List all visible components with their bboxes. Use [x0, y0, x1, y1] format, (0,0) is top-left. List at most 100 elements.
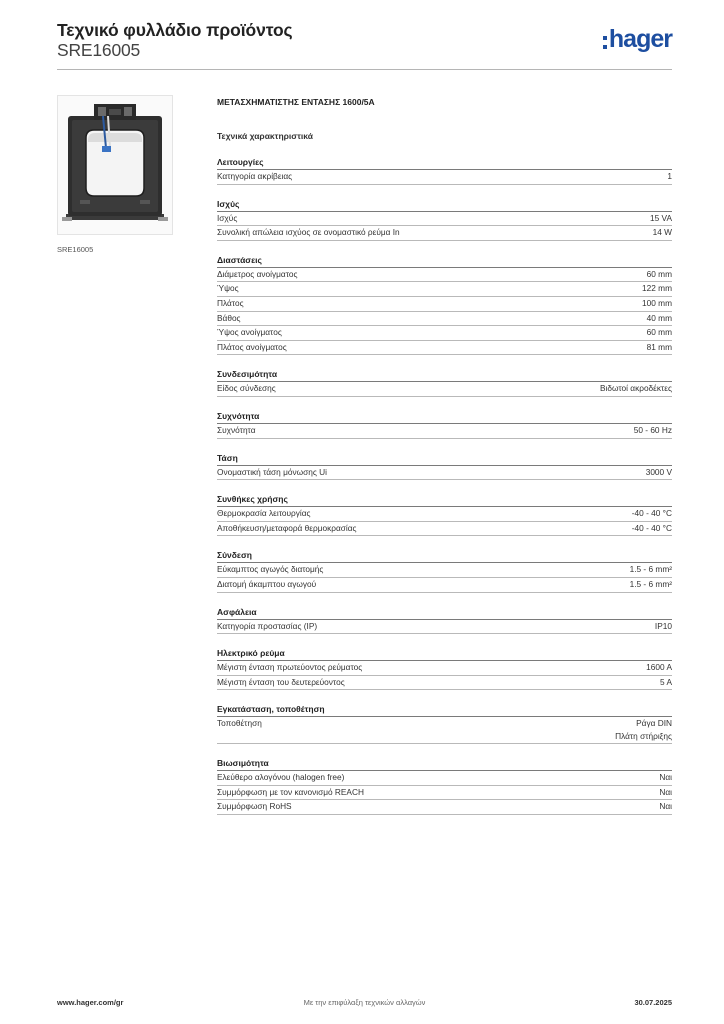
page-header: Τεχνικό φυλλάδιο προϊόντος SRE16005 hage… [57, 20, 673, 70]
spec-label: Μέγιστη ένταση πρωτεύοντος ρεύματος [217, 662, 363, 673]
spec-row: Βάθος 40 mm [217, 312, 672, 327]
spec-label: Εύκαμπτος αγωγός διατομής [217, 564, 324, 575]
spec-label: Κατηγορία ακρίβειας [217, 171, 293, 181]
spec-value: Βιδωτοί ακροδέκτες [600, 383, 672, 394]
spec-row: Διάμετρος ανοίγματος 60 mm [217, 268, 672, 283]
page-footer: www.hager.com/gr Με την επιφύλαξη τεχνικ… [57, 998, 672, 1012]
footer-website[interactable]: www.hager.com/gr [57, 998, 124, 1007]
spec-label: Ονομαστική τάση μόνωσης Ui [217, 466, 327, 477]
spec-value: Ναι [659, 786, 672, 797]
spec-value: 50 - 60 Hz [633, 424, 672, 435]
spec-row: Είδος σύνδεσης Βιδωτοί ακροδέκτες [217, 382, 672, 397]
section-title: Τάση [217, 453, 672, 466]
technical-characteristics-heading: Τεχνικά χαρακτηριστικά [217, 131, 313, 141]
hager-logo: hager [602, 25, 673, 53]
section-title: Συχνότητα [217, 411, 672, 424]
logo-text: hager [608, 25, 673, 53]
spec-row: Διατομή άκαμπτου αγωγού 1.5 - 6 mm² [217, 578, 672, 593]
spec-row: Εύκαμπτος αγωγός διατομής 1.5 - 6 mm² [217, 563, 672, 578]
footer-date: 30.07.2025 [634, 998, 672, 1007]
spec-label: Ύψος ανοίγματος [217, 327, 282, 338]
spec-label: Πλάτος ανοίγματος [217, 341, 287, 352]
spec-label: Συμμόρφωση RoHS [217, 801, 292, 812]
spec-label: Συνολική απώλεια ισχύος σε ονομαστικό ρε… [217, 227, 400, 238]
spec-label: Κατηγορία προστασίας (IP) [217, 620, 318, 631]
spec-label: Διάμετρος ανοίγματος [217, 268, 298, 279]
spec-row: Συνολική απώλεια ισχύος σε ονομαστικό ρε… [217, 226, 672, 241]
spec-value: 40 mm [646, 312, 672, 323]
product-code: SRE16005 [57, 40, 141, 60]
spec-row: Συχνότητα 50 - 60 Hz [217, 424, 672, 439]
spec-label: Αποθήκευση/μεταφορά θερμοκρασίας [217, 522, 357, 533]
spec-value: -40 - 40 °C [631, 508, 672, 519]
spec-label: Διατομή άκαμπτου αγωγού [217, 578, 317, 589]
spec-value: 14 W [652, 227, 672, 238]
spec-row: Κατηγορία προστασίας (IP) IP10 [217, 620, 672, 635]
spec-value: 1.5 - 6 mm² [629, 578, 672, 589]
section-title: Συνθήκες χρήσης [217, 494, 672, 508]
product-photo [57, 95, 173, 235]
spec-value: 3000 V [645, 466, 672, 477]
spec-label: Είδος σύνδεσης [217, 383, 276, 394]
spec-row: Αποθήκευση/μεταφορά θερμοκρασίας -40 - 40… [217, 522, 672, 537]
spec-label: Συμμόρφωση με τον κανονισμό REACH [217, 786, 364, 797]
spec-value: 5 A [660, 676, 672, 687]
section-title: Ισχύς [217, 199, 672, 212]
spec-label: Πλάτος [217, 297, 244, 308]
spec-row: Ελεύθερο αλογόνου (halogen free) Ναι [217, 771, 672, 786]
spec-row: Ονομαστική τάση μόνωσης Ui 3000 V [217, 466, 672, 481]
spec-row: Πλάτος ανοίγματος 81 mm [217, 341, 672, 356]
section-title: Σύνδεση [217, 550, 672, 564]
footer-notice: Με την επιφύλαξη τεχνικών αλλαγών [303, 998, 426, 1007]
spec-row: Συμμόρφωση RoHS Ναι [217, 800, 672, 816]
spec-value: Ναι [659, 801, 672, 812]
section-title: Λειτουργίες [217, 157, 672, 170]
spec-value: 100 mm [642, 297, 672, 308]
spec-value: 122 mm [642, 283, 672, 294]
section-title: Βιωσιμότητα [217, 758, 672, 772]
section-title: Διαστάσεις [217, 255, 672, 268]
spec-label: Μέγιστη ένταση του δευτερεύοντος [217, 676, 345, 687]
spec-value: IP10 [654, 620, 672, 631]
spec-row: Θερμοκρασία λειτουργίας -40 - 40 °C [217, 507, 672, 522]
spec-row: Πλάτος 100 mm [217, 297, 672, 312]
photo-caption: SRE16005 [57, 245, 94, 254]
spec-label: Συχνότητα [217, 424, 256, 435]
document-title: Τεχνικό φυλλάδιο προϊόντος [57, 20, 293, 40]
spec-row: Ύψος ανοίγματος 60 mm [217, 326, 672, 341]
spec-label: Βάθος [217, 312, 241, 323]
spec-label: Τοποθέτηση [217, 718, 262, 729]
current-transformer-image [58, 96, 172, 234]
spec-value: 60 mm [646, 268, 672, 279]
product-name: ΜΕΤΑΣΧΗΜΑΤΙΣΤΗΣ ΕΝΤΑΣΗΣ 1600/5A [217, 97, 375, 107]
spec-label: Ελεύθερο αλογόνου (halogen free) [217, 772, 345, 783]
spec-value: 1 [667, 171, 672, 181]
spec-value: 1.5 - 6 mm² [629, 564, 672, 575]
spec-value: 81 mm [646, 341, 672, 352]
spec-value: Ράγα DIN Πλάτη στήριξης [615, 718, 672, 742]
spec-content: ΜΕΤΑΣΧΗΜΑΤΙΣΤΗΣ ΕΝΤΑΣΗΣ 1600/5A Τεχνικά … [217, 97, 672, 829]
spec-row: Μέγιστη ένταση του δευτερεύοντος 5 A [217, 676, 672, 691]
spec-label: Θερμοκρασία λειτουργίας [217, 508, 311, 519]
spec-value: Ναι [659, 772, 672, 783]
spec-label: Ισχύς [217, 212, 238, 223]
spec-value: 60 mm [646, 327, 672, 338]
section-title: Συνδεσιμότητα [217, 369, 672, 383]
spec-value: 15 VA [650, 212, 672, 223]
spec-row: Συμμόρφωση με τον κανονισμό REACH Ναι [217, 786, 672, 801]
spec-value: -40 - 40 °C [631, 522, 672, 533]
